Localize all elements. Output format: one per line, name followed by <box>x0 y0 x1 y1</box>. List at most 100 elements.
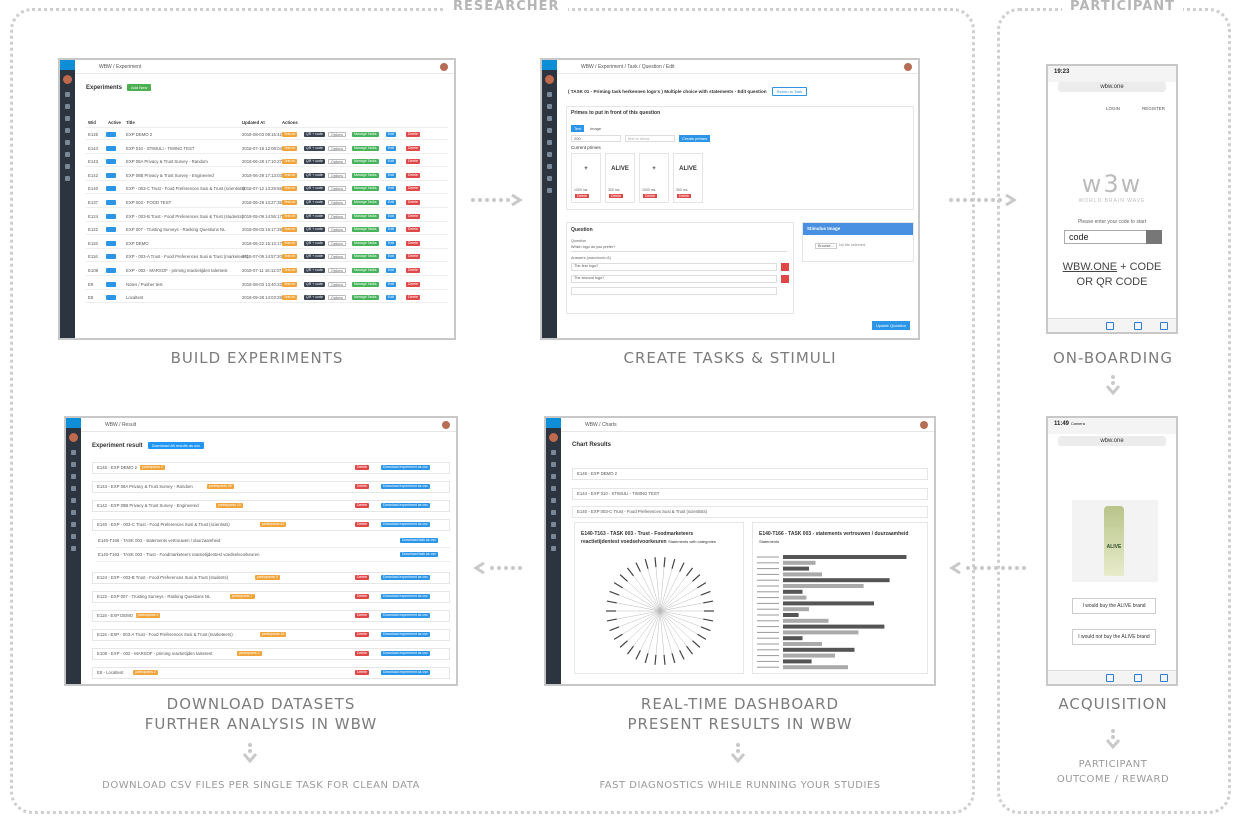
user-avatar[interactable] <box>440 63 448 71</box>
action-delete-button[interactable]: Delete <box>406 200 421 205</box>
download-experiment-button[interactable]: Download experiment as csv <box>381 484 430 489</box>
action-options-button[interactable]: Options <box>328 281 347 287</box>
active-toggle[interactable] <box>106 200 116 205</box>
action-manage-tasks-button[interactable]: Manage Tasks <box>352 240 379 246</box>
tab-image[interactable]: Image <box>590 126 602 131</box>
prime-text-input[interactable]: text to show <box>625 135 675 142</box>
delete-prime-button[interactable]: Delete <box>677 194 692 198</box>
action-qr-code-button[interactable]: QR + code <box>304 186 325 192</box>
action-edit-button[interactable]: Edit <box>386 254 397 260</box>
url-bar[interactable]: wbw.one <box>1058 82 1166 92</box>
submit-code-button[interactable] <box>1146 230 1162 244</box>
download-experiment-button[interactable]: Download experiment as csv <box>381 503 430 508</box>
tabs-icon[interactable] <box>1160 322 1168 330</box>
action-manage-tasks-button[interactable]: Manage Tasks <box>352 295 379 301</box>
active-toggle[interactable] <box>106 186 116 192</box>
action-options-button[interactable]: Options <box>328 213 347 219</box>
result-row[interactable]: E122 - EXP 007 - Trusting Surveys - Rank… <box>92 591 450 603</box>
action-test-url-button[interactable]: Test url <box>282 213 298 219</box>
action-qr-code-button[interactable]: QR + code <box>304 295 325 301</box>
action-delete-button[interactable]: Delete <box>406 132 421 137</box>
action-qr-code-button[interactable]: QR + code <box>304 281 325 287</box>
action-options-button[interactable]: Options <box>328 200 347 205</box>
action-manage-tasks-button[interactable]: Manage Tasks <box>352 281 379 287</box>
action-options-button[interactable]: Options <box>328 172 347 178</box>
action-options-button[interactable]: Options <box>328 159 347 165</box>
result-row[interactable]: E143 - EXP 08A Privacy & Trust Survey - … <box>92 481 450 493</box>
action-delete-button[interactable]: Delete <box>406 172 421 178</box>
download-experiment-button[interactable]: Download experiment as csv <box>381 575 430 580</box>
chart-experiment-item[interactable]: E145 - EXP DEMO 2 <box>572 468 928 480</box>
action-edit-button[interactable]: Edit <box>386 213 397 219</box>
back-icon[interactable] <box>1056 322 1064 330</box>
tabs-icon[interactable] <box>1160 674 1168 682</box>
action-edit-button[interactable]: Edit <box>386 172 397 178</box>
action-manage-tasks-button[interactable]: Manage Tasks <box>352 172 379 178</box>
update-question-button[interactable]: Update Question <box>871 321 910 330</box>
action-test-url-button[interactable]: Test url <box>282 172 298 178</box>
action-test-url-button[interactable]: Test url <box>282 132 298 137</box>
action-options-button[interactable]: Options <box>328 240 347 246</box>
action-manage-tasks-button[interactable]: Manage Tasks <box>352 268 379 273</box>
action-delete-button[interactable]: Delete <box>406 186 421 192</box>
action-test-url-button[interactable]: Test url <box>282 281 298 287</box>
duration-input[interactable]: 200 <box>571 135 621 142</box>
action-options-button[interactable]: Options <box>328 268 347 273</box>
action-qr-code-button[interactable]: QR + code <box>304 145 325 151</box>
action-manage-tasks-button[interactable]: Manage Tasks <box>352 200 379 205</box>
action-edit-button[interactable]: Edit <box>386 268 397 273</box>
action-qr-code-button[interactable]: QR + code <box>304 132 325 137</box>
action-edit-button[interactable]: Edit <box>386 132 397 137</box>
add-new-button[interactable]: Add New <box>127 84 152 91</box>
download-experiment-button[interactable]: Download experiment as csv <box>381 522 430 527</box>
active-toggle[interactable] <box>106 281 116 287</box>
back-icon[interactable] <box>1056 674 1064 682</box>
action-edit-button[interactable]: Edit <box>386 227 397 233</box>
delete-button[interactable]: Delete <box>355 632 370 637</box>
active-toggle[interactable] <box>106 132 116 137</box>
action-options-button[interactable]: Options <box>328 132 347 137</box>
active-toggle[interactable] <box>106 295 116 301</box>
result-row[interactable]: E116 - EXP - 003-A Trust - Food Preferen… <box>92 629 450 641</box>
remove-answer-button[interactable] <box>781 275 789 283</box>
active-toggle[interactable] <box>106 240 116 246</box>
download-experiment-button[interactable]: Download experiment as csv <box>381 632 430 637</box>
action-test-url-button[interactable]: Test url <box>282 200 298 205</box>
action-options-button[interactable]: Options <box>328 254 347 260</box>
active-toggle[interactable] <box>106 268 116 273</box>
delete-button[interactable]: Delete <box>355 575 370 580</box>
result-row[interactable]: E142 - EXP 08B Privacy & Trust Survey - … <box>92 500 450 512</box>
active-toggle[interactable] <box>106 172 116 178</box>
share-icon[interactable] <box>1106 674 1114 682</box>
action-qr-code-button[interactable]: QR + code <box>304 254 325 260</box>
action-delete-button[interactable]: Delete <box>406 213 421 219</box>
action-qr-code-button[interactable]: QR + code <box>304 213 325 219</box>
action-test-url-button[interactable]: Test url <box>282 268 298 273</box>
action-options-button[interactable]: Options <box>328 295 347 301</box>
action-manage-tasks-button[interactable]: Manage Tasks <box>352 159 379 165</box>
delete-button[interactable]: Delete <box>355 465 370 470</box>
answer-option-buy[interactable]: I would buy the ALIVE brand <box>1072 598 1156 614</box>
action-edit-button[interactable]: Edit <box>386 281 397 287</box>
active-toggle[interactable] <box>106 227 116 233</box>
active-toggle[interactable] <box>106 145 116 151</box>
result-row[interactable]: E140 - EXP - 003-C Trust - Food Preferen… <box>92 519 450 531</box>
action-qr-code-button[interactable]: QR + code <box>304 227 325 233</box>
answer-input[interactable]: The first logo? <box>571 263 777 271</box>
action-qr-code-button[interactable]: QR + code <box>304 172 325 178</box>
action-manage-tasks-button[interactable]: Manage Tasks <box>352 227 379 233</box>
user-avatar[interactable] <box>920 421 928 429</box>
bookmarks-icon[interactable] <box>1134 322 1142 330</box>
action-manage-tasks-button[interactable]: Manage Tasks <box>352 213 379 219</box>
delete-button[interactable]: Delete <box>355 651 370 656</box>
action-edit-button[interactable]: Edit <box>386 240 397 246</box>
action-delete-button[interactable]: Delete <box>406 254 421 260</box>
download-experiment-button[interactable]: Download experiment as csv <box>381 594 430 599</box>
delete-prime-button[interactable]: Delete <box>609 194 624 198</box>
download-all-button[interactable]: Download All results as csv <box>147 442 205 449</box>
delete-button[interactable]: Delete <box>355 503 370 508</box>
action-edit-button[interactable]: Edit <box>386 159 397 165</box>
delete-prime-button[interactable]: Delete <box>575 194 590 198</box>
action-delete-button[interactable]: Delete <box>406 159 421 165</box>
action-edit-button[interactable]: Edit <box>386 200 397 205</box>
